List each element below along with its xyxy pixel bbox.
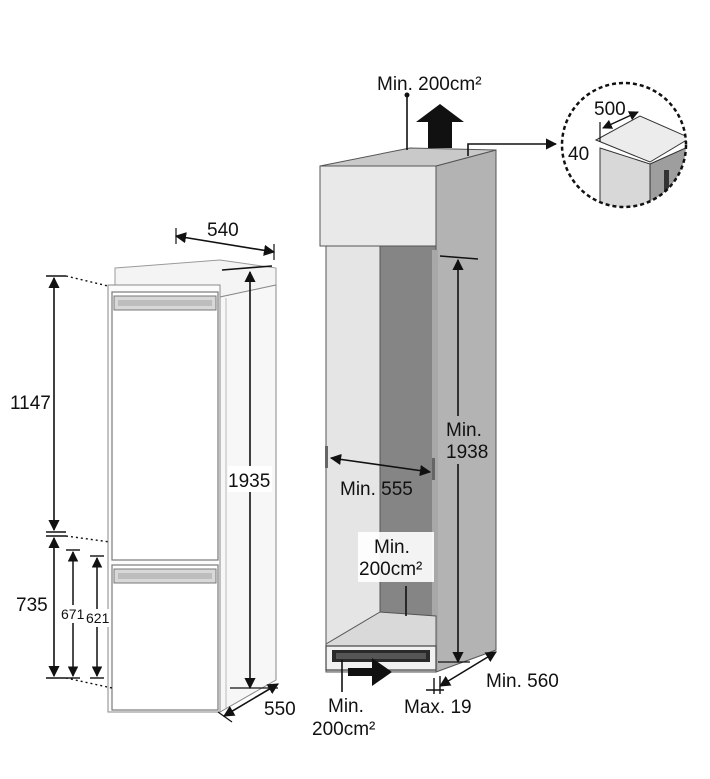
- freezer-door-a-label: 671: [61, 606, 85, 622]
- fridge-illustration: [107, 259, 277, 713]
- bottom-vent-label-line1: Min.: [328, 696, 364, 717]
- width-label: 540: [207, 220, 239, 241]
- gap-label: Max. 19: [404, 697, 472, 718]
- top-vent-label: Min. 200cm²: [377, 74, 482, 95]
- lower-section-dimension: 735: [16, 535, 113, 689]
- freezer-door-b-label: 621: [86, 610, 110, 626]
- niche-depth-dimension: Min. 560: [439, 651, 559, 692]
- right-arrow-icon: [348, 658, 392, 686]
- niche-width-dimension: Min. 555: [329, 453, 432, 500]
- rear-vent-label-line1: Min.: [374, 537, 410, 558]
- detail-callout: [467, 138, 558, 156]
- niche-depth-label: Min. 560: [486, 671, 559, 692]
- detail-depth-label: 40: [568, 144, 589, 165]
- bottom-vent-label-line2: 200cm²: [312, 719, 375, 740]
- niche-height-label-line2: 1938: [446, 442, 488, 463]
- up-arrow-icon: [416, 104, 464, 148]
- rear-vent: Min. 200cm²: [358, 532, 434, 616]
- rear-vent-label-line2: 200cm²: [359, 559, 422, 580]
- upper-section-dimension: 1147: [10, 275, 109, 533]
- detail-inset: 500 40: [560, 81, 688, 209]
- height-label: 1935: [228, 471, 270, 492]
- top-vent: Min. 200cm²: [377, 74, 482, 150]
- detail-width-label: 500: [594, 99, 626, 120]
- width-dimension: 540: [174, 220, 276, 260]
- niche-height-label-line1: Min.: [446, 420, 482, 441]
- depth-label: 550: [264, 699, 296, 720]
- bottom-vent: Min. 200cm²: [312, 658, 392, 740]
- height-dimension: 1935: [221, 265, 278, 690]
- lower-section-label: 735: [16, 595, 48, 616]
- niche-width-label: Min. 555: [340, 479, 413, 500]
- cabinet-illustration: [319, 147, 497, 673]
- gap-dimension: Max. 19: [404, 676, 472, 718]
- depth-dimension: 550: [217, 683, 296, 723]
- freezer-door-dimensions: 671 621: [60, 549, 111, 679]
- upper-section-label: 1147: [10, 393, 51, 414]
